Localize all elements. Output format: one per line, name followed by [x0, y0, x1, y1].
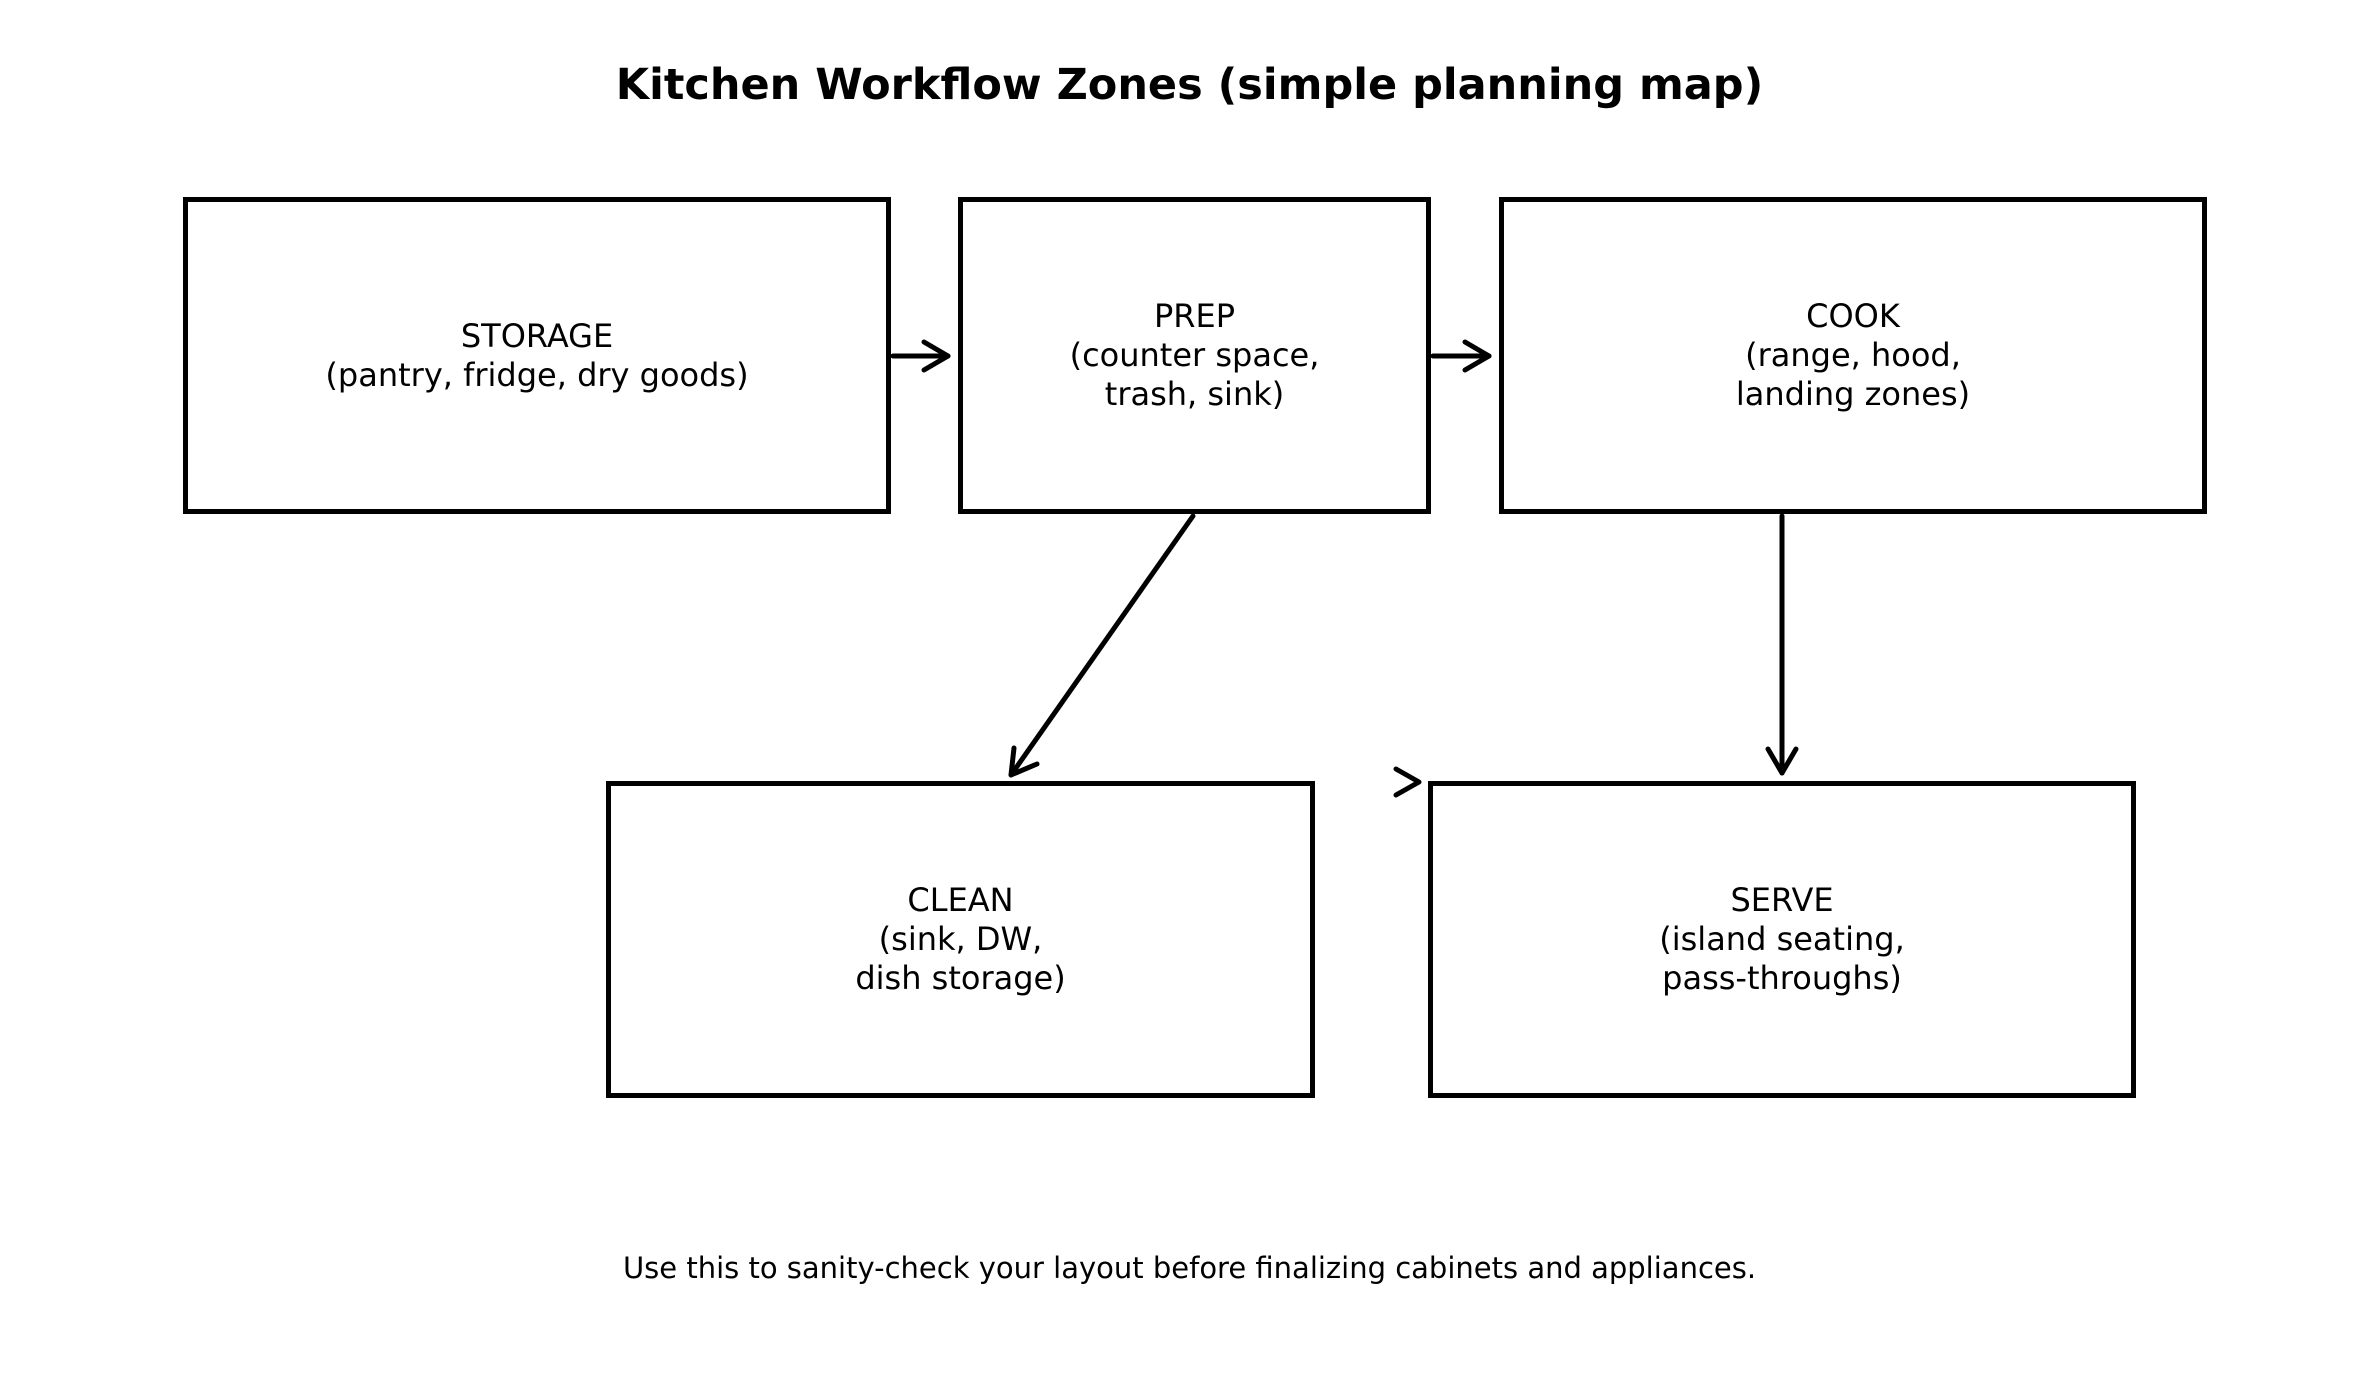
zone-prep-name: PREP — [1153, 297, 1236, 335]
zone-clean-detail-line-1: (sink, DW, — [878, 920, 1043, 958]
zone-cook-detail-line-2: landing zones) — [1735, 375, 1971, 413]
zone-clean-box: CLEAN (sink, DW, dish storage) — [606, 781, 1315, 1098]
arrow-clean-to-serve — [1393, 766, 1422, 798]
zone-storage-box: STORAGE (pantry, fridge, dry goods) — [183, 197, 891, 514]
zone-prep-detail-line-2: trash, sink) — [1104, 375, 1285, 413]
zone-cook-detail-line-1: (range, hood, — [1745, 336, 1961, 374]
zone-serve-detail-line-1: (island seating, — [1659, 920, 1905, 958]
diagram-title: Kitchen Workflow Zones (simple planning … — [615, 60, 1764, 110]
zone-serve-box: SERVE (island seating, pass-throughs) — [1428, 781, 2136, 1098]
zone-cook-box: COOK (range, hood, landing zones) — [1499, 197, 2207, 514]
zone-clean-name: CLEAN — [907, 881, 1014, 919]
zone-storage-name: STORAGE — [460, 316, 614, 355]
arrow-prep-to-cook — [1430, 339, 1492, 373]
zone-cook-name: COOK — [1806, 297, 1900, 335]
zone-clean-detail-line-2: dish storage) — [855, 959, 1066, 997]
zone-prep-detail-line-1: (counter space, — [1069, 336, 1320, 374]
zone-serve-name: SERVE — [1730, 881, 1834, 919]
arrow-storage-to-prep — [890, 339, 951, 373]
footnote-text: Use this to sanity-check your layout bef… — [622, 1251, 1757, 1285]
zone-prep-box: PREP (counter space, trash, sink) — [958, 197, 1431, 514]
arrow-prep-to-clean — [1008, 513, 1196, 778]
arrow-cook-to-serve — [1765, 513, 1799, 776]
zone-serve-detail-line-2: pass-throughs) — [1662, 959, 1902, 997]
zone-storage-detail-line-1: (pantry, fridge, dry goods) — [325, 355, 749, 394]
